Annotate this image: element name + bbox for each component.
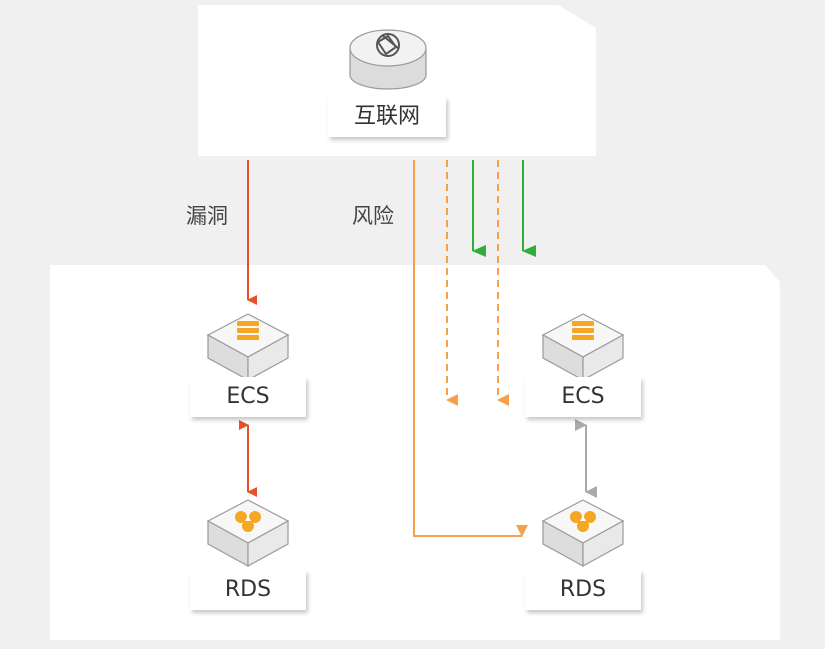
server-icon [237, 321, 259, 340]
risk-label: 风险 [352, 204, 394, 228]
internet-node [349, 29, 427, 90]
left-ecs-node [206, 313, 290, 382]
right-ecs-label: ECS [525, 377, 641, 417]
database-icon [570, 511, 596, 532]
globe-icon [376, 33, 400, 57]
vulnerability-label: 漏洞 [186, 204, 228, 228]
left-rds-node [206, 499, 290, 568]
left-rds-label: RDS [190, 570, 306, 610]
internet-label: 互联网 [328, 97, 446, 137]
server-icon [572, 321, 594, 340]
database-icon [235, 511, 261, 532]
left-ecs-label: ECS [190, 377, 306, 417]
risk-arrow [413, 160, 528, 537]
right-rds-node [541, 499, 625, 568]
right-rds-label: RDS [525, 570, 641, 610]
